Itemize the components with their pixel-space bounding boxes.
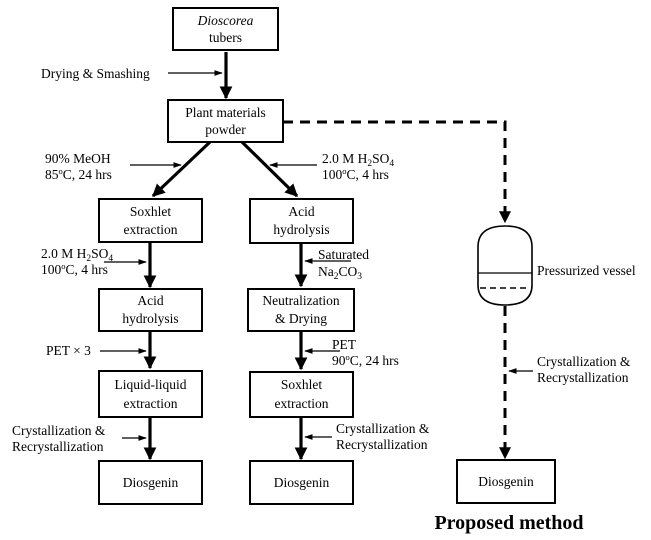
node-diosgenin-right: Diosgenin — [456, 459, 556, 504]
label-pet-mid-line2: 90oC, 24 hrs — [332, 352, 399, 368]
label-meoh-line1: 90% MeOH — [45, 151, 111, 166]
node-liquid-line2: extraction — [124, 396, 178, 411]
label-saturated-line2: Na2CO3 — [318, 264, 362, 282]
node-soxhlet-left-line1: Soxhlet — [130, 204, 172, 219]
main-arrows — [143, 52, 308, 461]
label-h2so4-top-line1: 2.0 M H2SO4 — [322, 151, 394, 169]
node-tubers: Dioscorea tubers — [172, 7, 279, 51]
node-acid-mid-line1: Acid — [288, 204, 314, 219]
label-cryst-right-line2: Recrystallization — [537, 370, 629, 385]
arrow-plant-to-soxhlet — [151, 140, 212, 198]
node-soxhlet-left-line2: extraction — [124, 222, 178, 237]
node-diosgenin-left-label: Diosgenin — [123, 475, 179, 490]
proposed-method-title: Proposed method — [434, 512, 583, 534]
node-acid-left-line1: Acid — [137, 293, 163, 308]
node-acid-left: Acid hydrolysis — [98, 288, 203, 332]
label-cryst-right-line1: Crystallization & — [537, 354, 631, 369]
label-cryst-mid-line2: Recrystallization — [336, 437, 428, 452]
label-h2so4-top-line2: 100oC, 4 hrs — [322, 166, 389, 182]
node-soxhlet-mid-line2: extraction — [275, 396, 329, 411]
node-neutralization: Neutralization & Drying — [247, 288, 355, 332]
condition-arrows — [100, 70, 533, 441]
node-diosgenin-mid: Diosgenin — [249, 460, 354, 505]
label-cryst-left-line2: Recrystallization — [12, 439, 104, 454]
arrow-plant-to-acid — [240, 140, 299, 198]
node-liquid-line1: Liquid-liquid — [115, 377, 187, 392]
node-tubers-label: tubers — [209, 30, 242, 45]
node-diosgenin-right-label: Diosgenin — [478, 474, 534, 489]
node-diosgenin-left: Diosgenin — [98, 460, 203, 505]
label-drying: Drying & Smashing — [41, 66, 150, 81]
node-plant-line2: powder — [205, 122, 246, 137]
dashed-path — [283, 120, 511, 460]
label-cryst-left-line1: Crystallization & — [12, 423, 106, 438]
node-diosgenin-mid-label: Diosgenin — [274, 475, 330, 490]
node-liquid-liquid: Liquid-liquid extraction — [98, 370, 203, 418]
node-acid-mid-line2: hydrolysis — [273, 222, 329, 237]
label-meoh-line2: 85oC, 24 hrs — [45, 166, 112, 182]
node-tubers-genus: Dioscorea — [197, 13, 254, 28]
label-pet-left: PET × 3 — [46, 343, 91, 358]
node-plant-materials: Plant materials powder — [167, 99, 284, 143]
node-plant-line1: Plant materials — [185, 105, 266, 120]
node-neutral-line2: & Drying — [275, 311, 327, 326]
pressurized-vessel-label: Pressurized vessel — [537, 263, 636, 278]
pressurized-vessel-icon — [477, 225, 533, 306]
label-cryst-mid-line1: Crystallization & — [336, 421, 430, 436]
label-h2so4-left-line1: 2.0 M H2SO4 — [41, 246, 113, 264]
label-h2so4-left-line2: 100oC, 4 hrs — [41, 261, 108, 277]
node-acid-mid: Acid hydrolysis — [249, 198, 354, 244]
label-pet-mid-line1: PET — [332, 337, 357, 352]
node-neutral-line1: Neutralization — [262, 293, 339, 308]
label-saturated-line1: Saturated — [318, 247, 369, 262]
dashed-plant-to-vessel — [283, 120, 511, 224]
node-soxhlet-left: Soxhlet extraction — [98, 198, 203, 243]
node-soxhlet-mid: Soxhlet extraction — [249, 371, 354, 418]
node-soxhlet-mid-line1: Soxhlet — [281, 377, 323, 392]
node-acid-left-line2: hydrolysis — [122, 311, 178, 326]
